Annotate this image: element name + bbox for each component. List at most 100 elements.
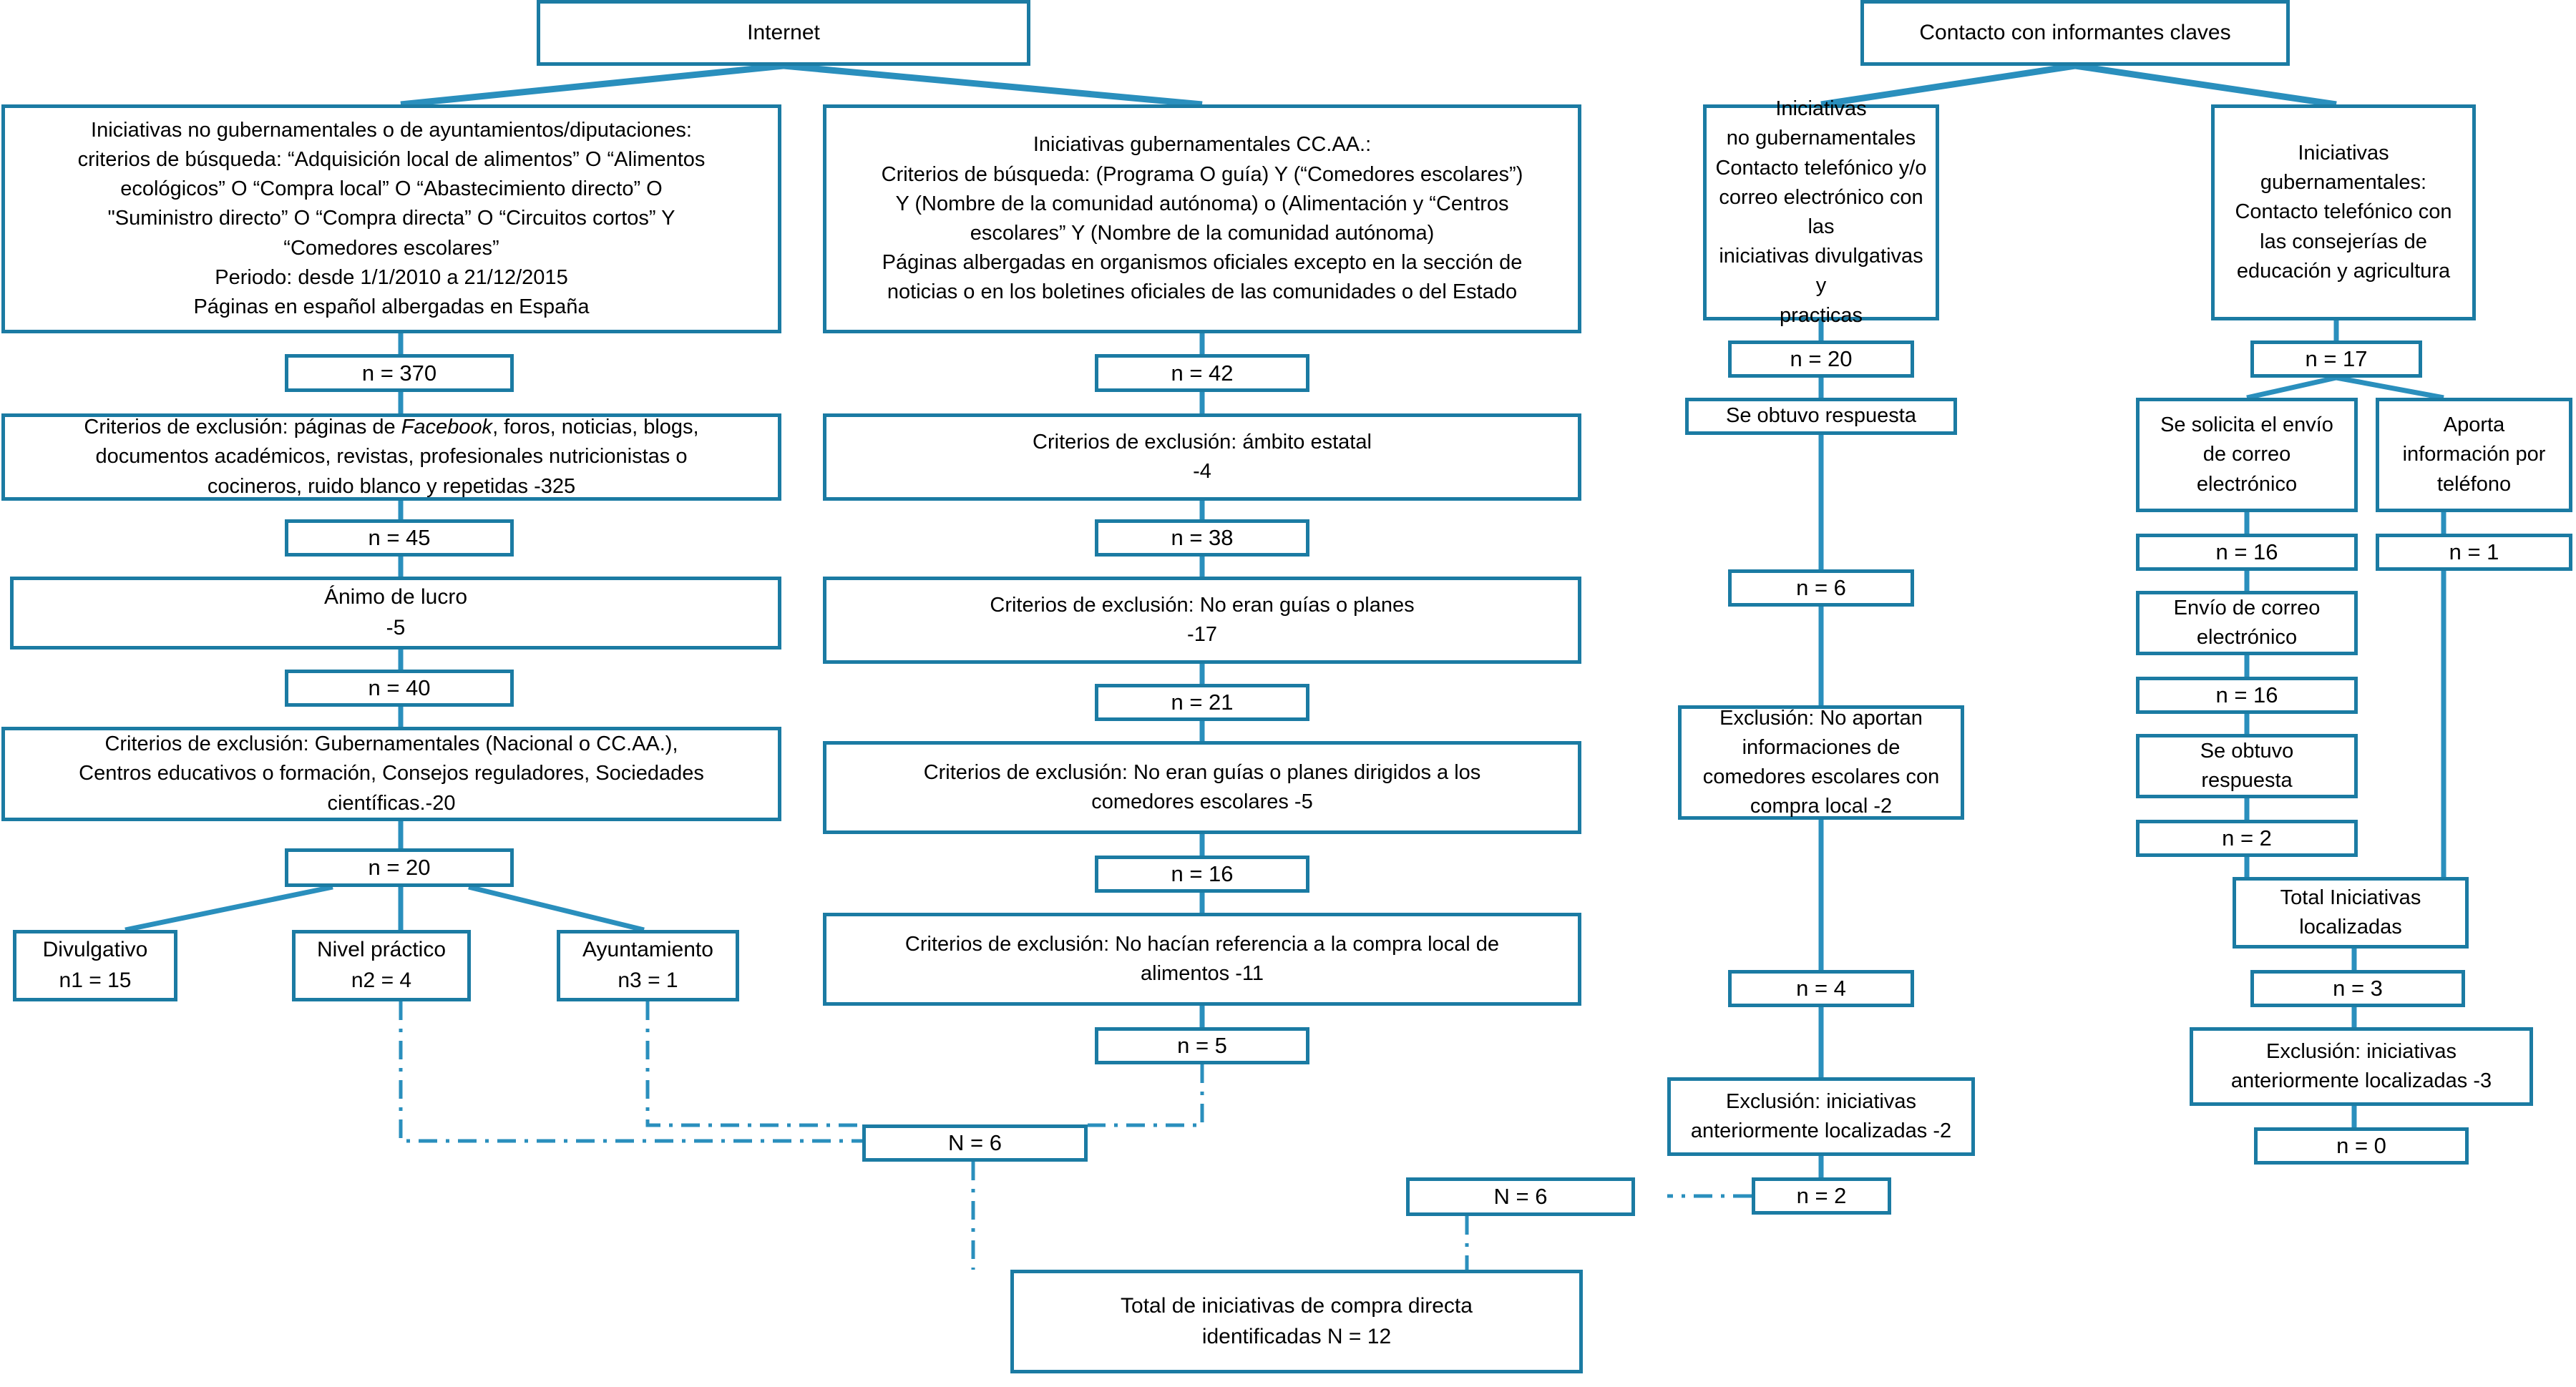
node-col4-exclusion[interactable]: Exclusión: iniciativas anteriormente loc… bbox=[2190, 1027, 2533, 1106]
node-col1-nivel-practico[interactable]: Nivel práctico n2 = 4 bbox=[292, 930, 471, 1001]
node-col3-n6-label: n = 6 bbox=[1796, 575, 1846, 600]
node-col4-aporta-telefono-label: Aporta información por teléfono bbox=[2402, 413, 2546, 496]
node-col2-n21[interactable]: n = 21 bbox=[1095, 684, 1309, 721]
node-col1-n370-label: n = 370 bbox=[361, 360, 437, 386]
node-col1-ayuntamiento[interactable]: Ayuntamiento n3 = 1 bbox=[557, 930, 739, 1001]
node-col2-exclusion-3-label: Criterios de exclusión: No eran guías o … bbox=[923, 760, 1481, 813]
node-col1-divulgativo[interactable]: Divulgativo n1 = 15 bbox=[13, 930, 177, 1001]
node-col2-exclusion-2[interactable]: Criterios de exclusión: No eran guías o … bbox=[823, 577, 1581, 664]
node-col3-respuesta-label: Se obtuvo respuesta bbox=[1725, 404, 1916, 428]
node-col1-ayuntamiento-label: Ayuntamiento n3 = 1 bbox=[582, 938, 713, 992]
node-col4-total-localizadas-label: Total Iniciativas localizadas bbox=[2280, 886, 2421, 938]
edge-c1-n20-divulgativo bbox=[125, 884, 333, 933]
node-col1-exclusion-1[interactable]: Criterios de exclusión: páginas de Faceb… bbox=[1, 413, 781, 501]
node-col3-n2-label: n = 2 bbox=[1796, 1183, 1847, 1208]
node-col4-n16-a-label: n = 16 bbox=[2215, 539, 2278, 564]
node-col4-description[interactable]: Iniciativas gubernamentales: Contacto te… bbox=[2211, 104, 2476, 320]
edge-internet-to-col1 bbox=[400, 62, 784, 108]
node-col4-n1[interactable]: n = 1 bbox=[2376, 534, 2572, 571]
node-col4-n0-label: n = 0 bbox=[2336, 1133, 2386, 1158]
node-col2-exclusion-4-label: Criterios de exclusión: No hacían refere… bbox=[904, 932, 1500, 985]
node-col4-total-localizadas[interactable]: Total Iniciativas localizadas bbox=[2233, 877, 2469, 949]
node-col2-n5[interactable]: n = 5 bbox=[1095, 1027, 1309, 1064]
node-col1-n20[interactable]: n = 20 bbox=[285, 848, 514, 887]
node-col4-n0[interactable]: n = 0 bbox=[2254, 1127, 2469, 1165]
node-col3-n6[interactable]: n = 6 bbox=[1728, 569, 1914, 607]
node-col4-n17-label: n = 17 bbox=[2305, 346, 2368, 371]
node-col1-criteria[interactable]: Iniciativas no gubernamentales o de ayun… bbox=[1, 104, 781, 333]
node-col4-respuesta-label: Se obtuvo respuesta bbox=[2200, 739, 2294, 792]
node-col2-criteria[interactable]: Iniciativas gubernamentales CC.AA.: Crit… bbox=[823, 104, 1581, 333]
node-col4-n17[interactable]: n = 17 bbox=[2250, 340, 2422, 378]
node-aggregate-N6-left[interactable]: N = 6 bbox=[862, 1124, 1088, 1162]
node-col2-exclusion-2-label: Criterios de exclusión: No eran guías o … bbox=[990, 593, 1415, 646]
node-col1-animo-lucro[interactable]: Ánimo de lucro -5 bbox=[10, 577, 781, 650]
node-col2-n38[interactable]: n = 38 bbox=[1095, 519, 1309, 557]
node-col3-description[interactable]: Iniciativas no gubernamentales Contacto … bbox=[1703, 97, 1939, 327]
node-col2-exclusion-1[interactable]: Criterios de exclusión: ámbito estatal -… bbox=[823, 413, 1581, 501]
node-col4-n16-b[interactable]: n = 16 bbox=[2136, 677, 2358, 714]
node-col3-n4[interactable]: n = 4 bbox=[1728, 970, 1914, 1007]
edge-nivel-to-N6left bbox=[399, 1001, 973, 1143]
node-aggregate-N6-right[interactable]: N = 6 bbox=[1406, 1177, 1635, 1216]
node-col3-n2[interactable]: n = 2 bbox=[1752, 1177, 1891, 1215]
node-col3-exclusion-2-label: Exclusión: iniciativas anteriormente loc… bbox=[1690, 1089, 1952, 1142]
edge-contacto-to-col4 bbox=[2074, 62, 2337, 108]
node-col2-n5-label: n = 5 bbox=[1177, 1033, 1227, 1058]
node-col2-n21-label: n = 21 bbox=[1171, 690, 1234, 715]
node-col3-exclusion-1[interactable]: Exclusión: No aportan informaciones de c… bbox=[1678, 705, 1964, 820]
node-col1-exclusion-2[interactable]: Criterios de exclusión: Gubernamentales … bbox=[1, 727, 781, 821]
node-col4-aporta-telefono[interactable]: Aporta información por teléfono bbox=[2376, 398, 2572, 512]
node-col4-n2-label: n = 2 bbox=[2222, 825, 2272, 851]
node-col1-criteria-label: Iniciativas no gubernamentales o de ayun… bbox=[77, 118, 706, 318]
node-col4-n16-a[interactable]: n = 16 bbox=[2136, 534, 2358, 571]
node-col3-exclusion-2[interactable]: Exclusión: iniciativas anteriormente loc… bbox=[1667, 1077, 1975, 1156]
node-col3-n20-label: n = 20 bbox=[1790, 346, 1853, 371]
node-col3-respuesta[interactable]: Se obtuvo respuesta bbox=[1685, 398, 1957, 435]
node-total-final[interactable]: Total de iniciativas de compra directa i… bbox=[1010, 1270, 1583, 1373]
node-col4-n1-label: n = 1 bbox=[2449, 539, 2499, 564]
node-col1-n45-label: n = 45 bbox=[368, 525, 431, 550]
node-col2-n42[interactable]: n = 42 bbox=[1095, 354, 1309, 392]
node-col4-envio-correo[interactable]: Envío de correo electrónico bbox=[2136, 591, 2358, 655]
node-col1-nivel-practico-label: Nivel práctico n2 = 4 bbox=[316, 938, 447, 992]
node-col1-n370[interactable]: n = 370 bbox=[285, 354, 514, 392]
node-col2-exclusion-1-label: Criterios de exclusión: ámbito estatal -… bbox=[1033, 430, 1372, 483]
node-total-final-label: Total de iniciativas de compra directa i… bbox=[1121, 1293, 1473, 1348]
node-col4-exclusion-label: Exclusión: iniciativas anteriormente loc… bbox=[2230, 1039, 2492, 1092]
edge-c4-n17-solicita bbox=[2246, 375, 2337, 401]
node-col1-n40[interactable]: n = 40 bbox=[285, 670, 514, 707]
node-internet[interactable]: Internet bbox=[537, 0, 1030, 66]
node-col1-n40-label: n = 40 bbox=[368, 675, 431, 700]
node-col2-n42-label: n = 42 bbox=[1171, 360, 1234, 386]
node-col2-n16[interactable]: n = 16 bbox=[1095, 856, 1309, 893]
node-col1-exclusion-2-label: Criterios de exclusión: Gubernamentales … bbox=[79, 732, 704, 815]
node-col4-n3[interactable]: n = 3 bbox=[2250, 970, 2465, 1007]
node-col4-envio-correo-label: Envío de correo electrónico bbox=[2173, 596, 2321, 649]
edge-c4-n17-aporta bbox=[2336, 375, 2444, 401]
node-col3-n20[interactable]: n = 20 bbox=[1728, 340, 1914, 378]
node-contacto-informantes[interactable]: Contacto con informantes claves bbox=[1860, 0, 2290, 66]
node-col1-exclusion-1-label: Criterios de exclusión: páginas de Faceb… bbox=[84, 416, 699, 498]
node-col4-solicita-envio[interactable]: Se solicita el envío de correo electróni… bbox=[2136, 398, 2358, 512]
node-col4-solicita-envio-label: Se solicita el envío de correo electróni… bbox=[2160, 413, 2333, 496]
node-col2-exclusion-4[interactable]: Criterios de exclusión: No hacían refere… bbox=[823, 913, 1581, 1006]
node-aggregate-N6-left-label: N = 6 bbox=[948, 1130, 1002, 1155]
node-col3-description-label: Iniciativas no gubernamentales Contacto … bbox=[1715, 97, 1927, 327]
node-col4-n3-label: n = 3 bbox=[2333, 976, 2383, 1001]
node-col2-criteria-label: Iniciativas gubernamentales CC.AA.: Crit… bbox=[881, 133, 1523, 304]
node-col3-exclusion-1-label: Exclusión: No aportan informaciones de c… bbox=[1702, 706, 1940, 818]
node-col2-n38-label: n = 38 bbox=[1171, 525, 1234, 550]
node-col4-n2[interactable]: n = 2 bbox=[2136, 820, 2358, 857]
edge-ayuntamiento-to-N6left bbox=[645, 1001, 862, 1127]
node-col4-respuesta[interactable]: Se obtuvo respuesta bbox=[2136, 734, 2358, 798]
edge-internet-to-col2 bbox=[783, 62, 1203, 108]
node-col1-n20-label: n = 20 bbox=[368, 855, 431, 880]
node-col1-n45[interactable]: n = 45 bbox=[285, 519, 514, 557]
node-col4-description-label: Iniciativas gubernamentales: Contacto te… bbox=[2235, 142, 2452, 283]
edge-c2n5-to-N6left bbox=[1088, 1064, 1204, 1127]
edge-c1-n20-ayuntamiento bbox=[468, 884, 645, 933]
node-col2-exclusion-3[interactable]: Criterios de exclusión: No eran guías o … bbox=[823, 741, 1581, 834]
node-col2-n16-label: n = 16 bbox=[1171, 861, 1234, 886]
